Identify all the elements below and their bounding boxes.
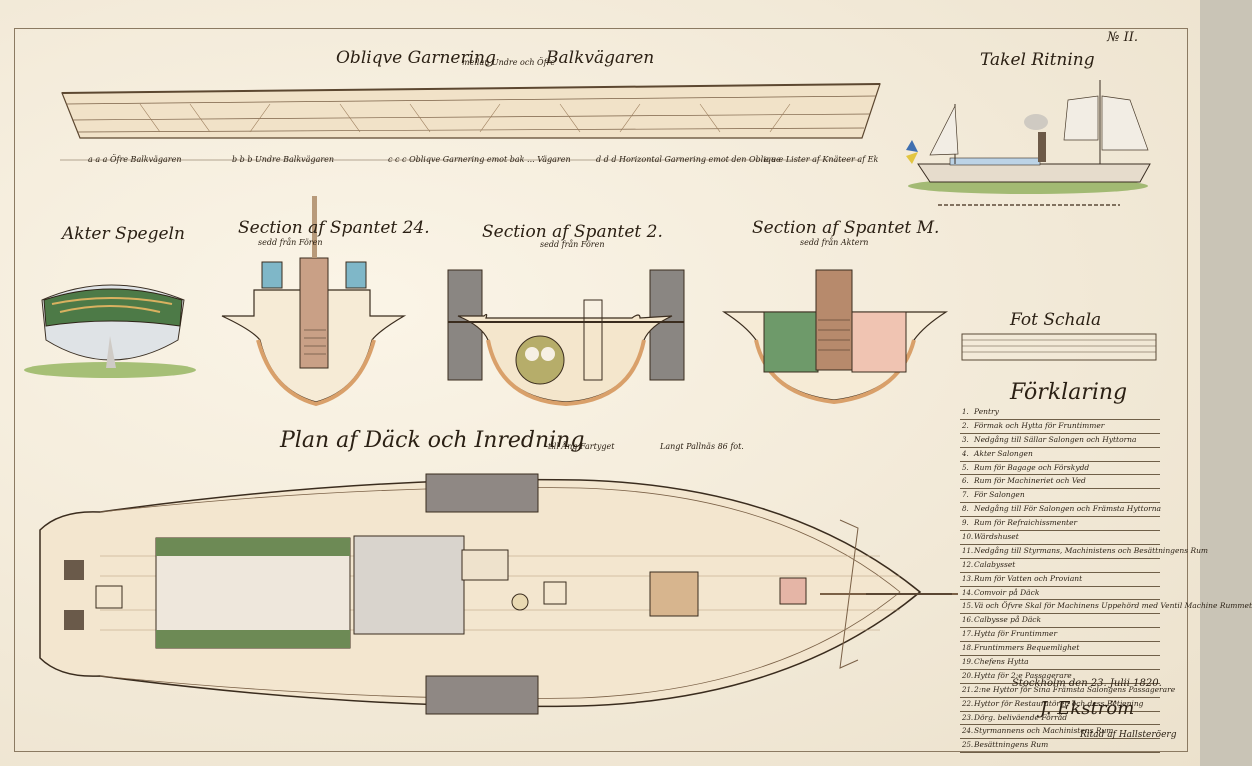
oblique-planking-view [60,83,881,161]
legend-item: 13.Rum för Vatten och Proviant [960,573,1160,587]
legend-item: 10.Wärdshuset [960,531,1160,545]
scale-title: Fot Schala [1010,310,1102,330]
scale-bar [961,333,1157,361]
legend-item: 20.Hytta för 2:e Passagerare [960,670,1160,684]
oblique-key-e: e e e Lister af Knäteer af Ek [764,155,879,164]
legend-item: 7.För Salongen [960,489,1160,504]
plan-title-mid: till Ång Fartyget [548,442,615,451]
oblique-key-c: c c c Obliqve Garnering emot bak ... Väg… [388,155,571,164]
rigging-view [906,80,1151,206]
section-2-subtitle: sedd från Fören [540,240,605,249]
section-m-subtitle: sedd från Aktern [800,238,869,247]
legend-item: 12.Calabysset [960,559,1160,573]
oblique-key-d: d d d Horizontal Garnering emot den Obli… [596,155,781,164]
legend-item: 17.Hytta för Fruntimmer [960,628,1160,643]
legend-item: 8.Nedgång till För Salongen och Främsta … [960,503,1161,518]
legend-item: 19.Chefens Hytta [960,656,1160,670]
legend-item: 22.Hyttor för Restauratören och dess Bet… [960,698,1160,712]
oblique-key-b: b b b Undre Balkvägaren [232,155,335,164]
rigging-title: Takel Ritning [980,50,1095,70]
legend-item: 16.Calbysse på Däck [960,614,1160,629]
section-m-title: Section af Spantet M. [752,218,940,238]
stern-view [24,284,196,378]
oblique-title-end: Balkvägaren [546,48,655,68]
legend-item: 23.Dörg. beliväende Förråd [960,712,1160,726]
legend-item: 21.2:ne Hyttor för Sina Främsta Salongen… [960,684,1175,698]
legend-item: 25.Besättningens Rum [960,739,1160,754]
legend-item: 5.Rum för Bagage och Förskydd [960,462,1160,476]
signature-place-date: Stockholm den 23. Julii 1820. [1012,678,1162,689]
section-m-view [721,269,949,405]
section-2-view [447,269,685,407]
section-2-title: Section af Spantet 2. [482,222,663,242]
legend-item: 2.Förmak och Hytta för Fruntimmer [960,420,1160,434]
legend-item: 4.Akter Salongen [960,448,1160,462]
oblique-key-a: a a a Öfre Balkvägaren [88,155,182,164]
legend-list: 1.Pentry 2.Förmak och Hytta för Fruntimm… [960,406,1252,754]
oblique-subtitle: mellan Undre och Öfre [462,58,556,67]
copy-note: Ritad af Hallsteröerg [1080,730,1177,740]
drawing-frame [14,28,1188,752]
legend-item: 9.Rum för Refraichissmenter [960,517,1160,532]
section-24-view [221,196,407,407]
plan-title-end: Langt Pallnäs 86 fot. [660,442,744,451]
legend-item: 18.Fruntimmers Bequemlighet [960,642,1160,657]
deck-plan-view [39,473,958,715]
stern-title: Akter Spegeln [62,224,185,244]
legend-item: 24.Styrmannens och Machinistens Rum [960,725,1160,740]
legend-item: 11.Nedgång till Styrmans, Machinistens o… [960,545,1208,559]
legend-title: Förklaring [1010,380,1128,405]
legend-item: 3.Nedgång till Sällar Salongen och Hytto… [960,434,1160,448]
sheet-number: № II. [1107,30,1138,45]
section-24-title: Section af Spantet 24. [238,218,430,238]
legend-item: 15.Vä och Öfvre Skal för Machinens Uppeh… [960,600,1252,615]
section-24-subtitle: sedd från Fören [258,238,323,247]
oblique-title: Obliqve Garnering [336,48,496,68]
legend-item: 14.Comvoir på Däck [960,587,1160,601]
plan-title: Plan af Däck och Inredning [280,428,585,453]
signature-name: J. Ekström [1040,698,1135,719]
legend-item: 1.Pentry [960,406,1160,420]
legend-item: 6.Rum för Machineriet och Ved [960,475,1160,490]
ship-drawings [24,80,1157,715]
